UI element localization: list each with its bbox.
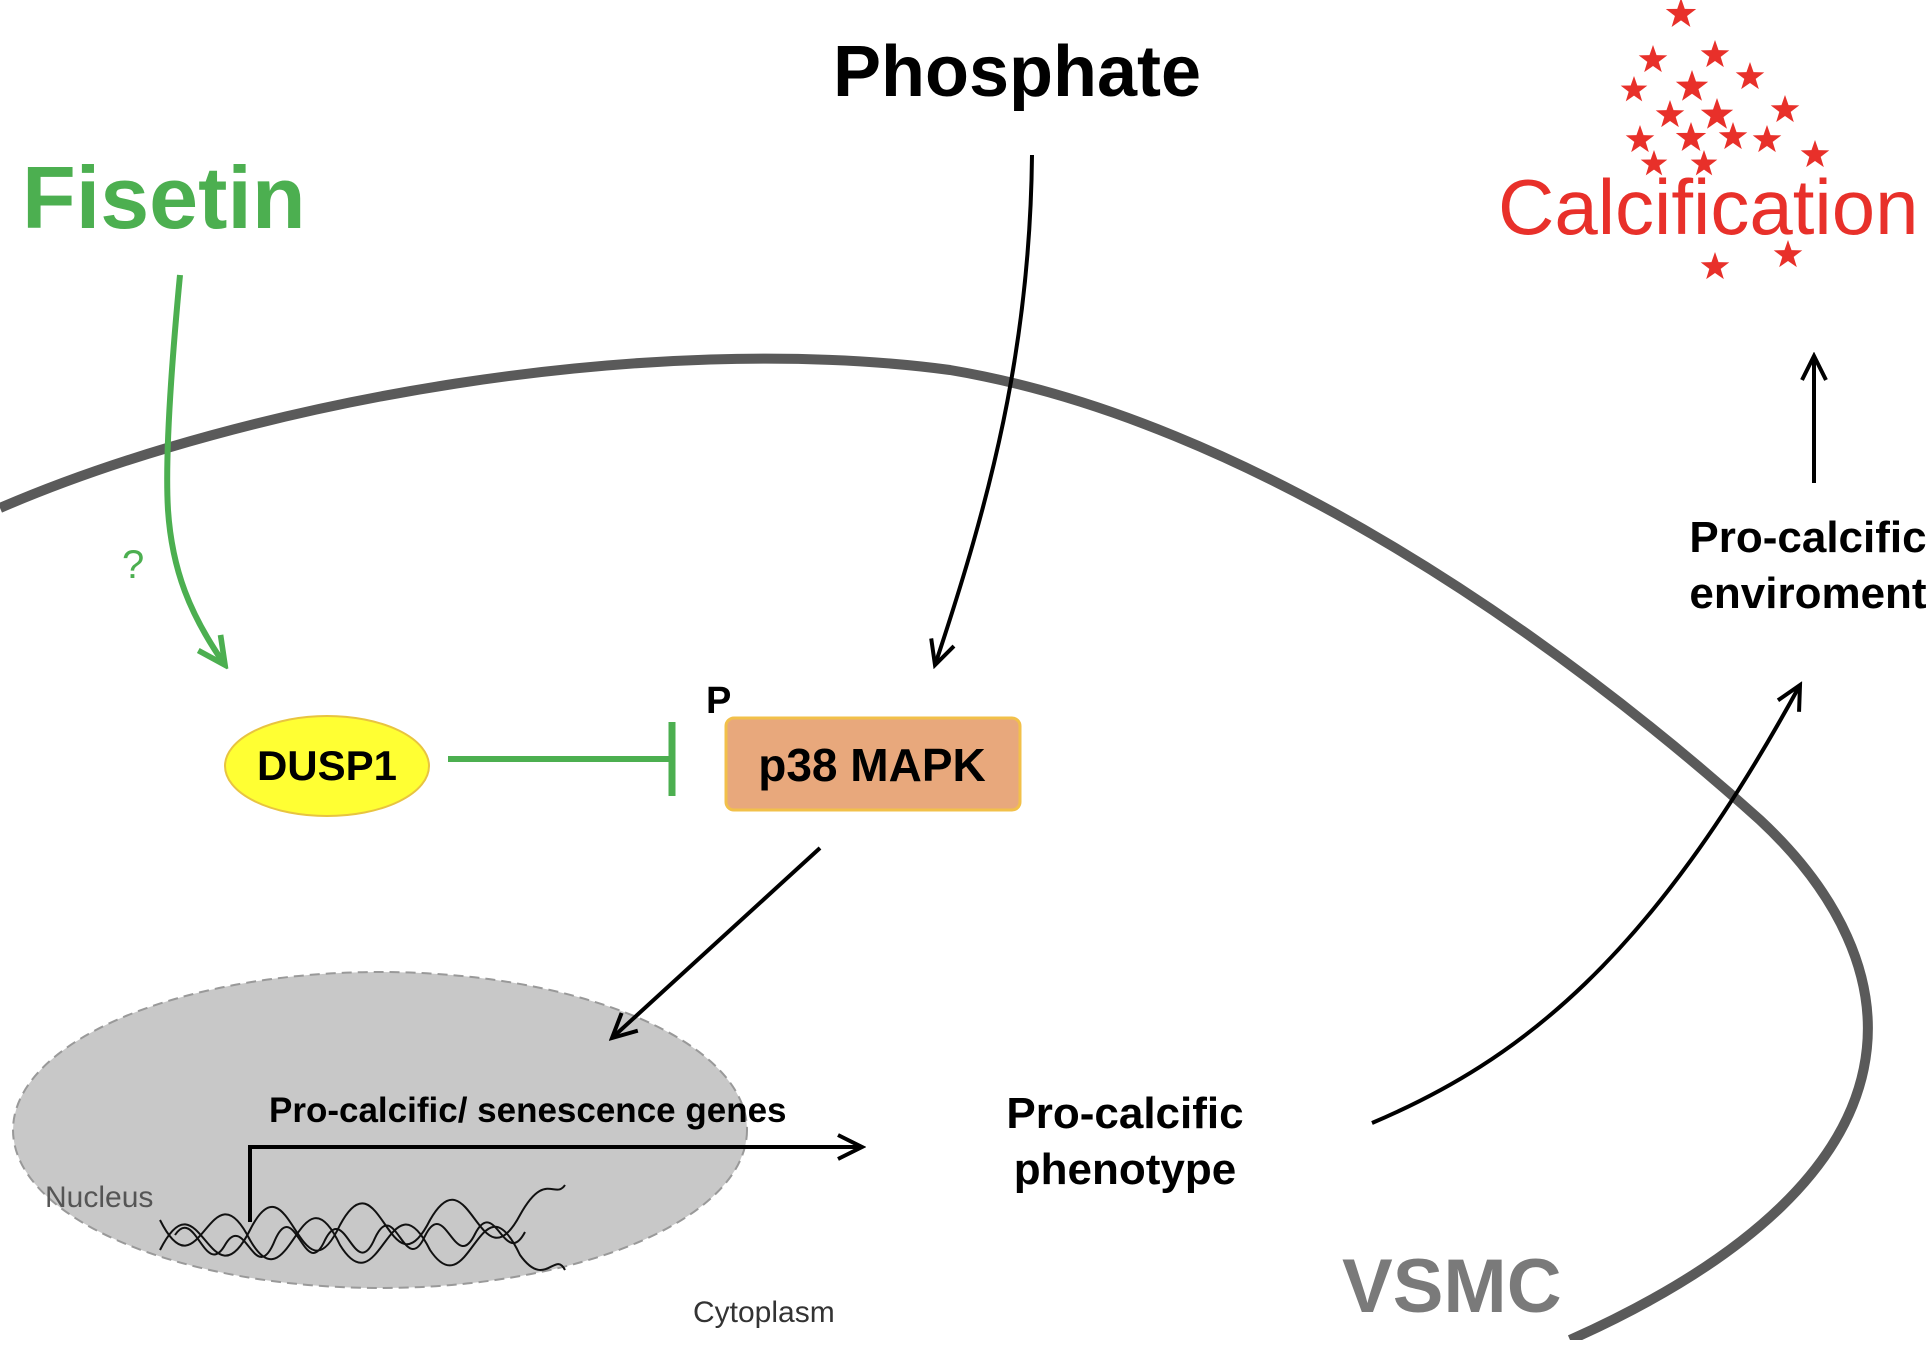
- phosphate-arrow: [935, 154, 1034, 665]
- phenotype-label-line1: Pro-calcific: [1006, 1089, 1243, 1138]
- nucleus-shape: [12, 971, 748, 1289]
- phospho-label: P: [706, 680, 731, 722]
- phenotype-to-environment-arrow: [1371, 685, 1800, 1125]
- cell-membrane: [0, 353, 1873, 1345]
- calcification-label: Calcification: [1498, 163, 1919, 251]
- fisetin-arrow: [164, 274, 225, 665]
- nucleus-label: Nucleus: [45, 1181, 153, 1214]
- dna-helix-icon: [159, 1184, 566, 1271]
- phosphate-label: Phosphate: [833, 32, 1201, 112]
- environment-label-line1: Pro-calcific: [1689, 513, 1926, 562]
- question-mark: ?: [122, 543, 144, 587]
- vsmc-label: VSMC: [1342, 1244, 1562, 1329]
- environment-label-line2: enviroment: [1689, 569, 1926, 618]
- p38-mapk-node: [724, 716, 1022, 812]
- p38-to-nucleus-arrow: [612, 846, 822, 1038]
- transcription-arrow: [248, 1147, 862, 1222]
- fisetin-label: Fisetin: [22, 148, 306, 247]
- cytoplasm-label: Cytoplasm: [693, 1296, 835, 1329]
- genes-label: Pro-calcific/ senescence genes: [269, 1091, 787, 1130]
- p38-mapk-label: p38 MAPK: [758, 739, 985, 791]
- phenotype-label-line2: phenotype: [1014, 1145, 1236, 1194]
- dusp1-node: [224, 715, 430, 817]
- dusp1-label: DUSP1: [257, 742, 397, 789]
